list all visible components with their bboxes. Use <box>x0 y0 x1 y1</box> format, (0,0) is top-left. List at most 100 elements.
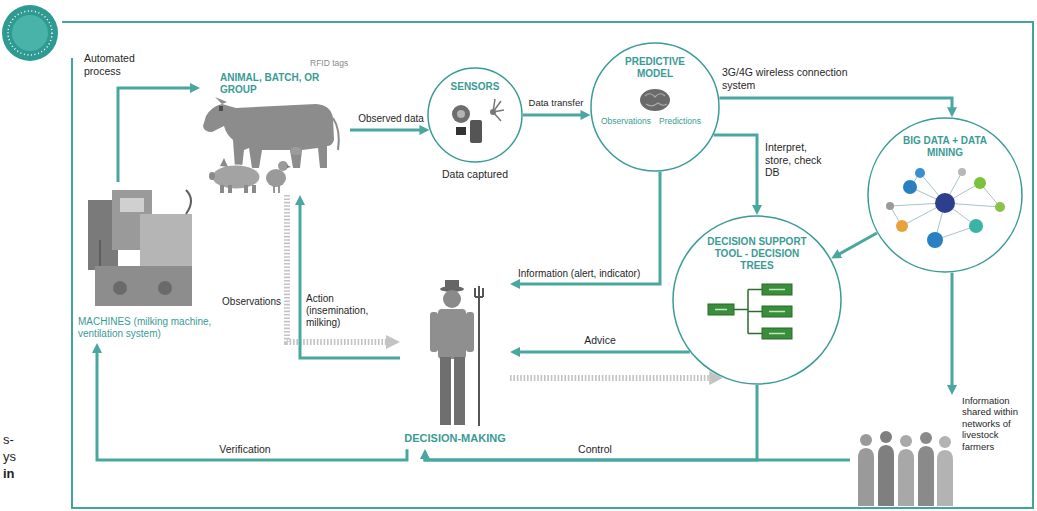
network-node <box>958 168 966 176</box>
caption-fragment: ys <box>3 449 16 465</box>
farmer-network: Information shared within networks of li… <box>850 395 1030 508</box>
pig-figure <box>209 158 260 193</box>
machine-part <box>158 281 172 295</box>
cycle-label: Predictions <box>659 116 714 126</box>
connector <box>118 88 194 182</box>
animal-group: ANIMAL, BATCH, OR GROUP RFID tags <box>200 58 350 195</box>
connector-group <box>97 88 952 460</box>
connector <box>350 129 423 132</box>
tree-box-stripe <box>715 290 785 334</box>
chicken-figure <box>266 161 291 193</box>
pig-leg <box>220 185 224 193</box>
machines-group: MACHINES (milking machine, ventilation s… <box>78 182 238 343</box>
person-body <box>918 446 934 506</box>
node-note: Information shared within networks of li… <box>962 395 1028 452</box>
node-caption: Data captured <box>415 168 535 181</box>
connector <box>97 349 407 460</box>
cow-tail <box>333 118 339 150</box>
machine-pipe <box>100 190 191 266</box>
rfid-tag <box>219 106 223 111</box>
edge-label: Advice <box>570 334 630 347</box>
circle-border <box>428 68 522 162</box>
decision-tool-circle: DECISION SUPPORT TOOL - DECISION TREES <box>672 215 842 385</box>
machine-part <box>140 214 192 270</box>
badge-disc <box>2 5 58 61</box>
cycle-label: Observations <box>596 116 651 126</box>
node-heading: BIG DATA + DATA MINING <box>895 135 995 159</box>
pig-leg <box>252 185 256 193</box>
connector <box>719 98 952 111</box>
sensor-device <box>457 110 465 118</box>
edge-label: Data transfer <box>524 97 588 108</box>
person-body <box>937 450 953 506</box>
node-heading: MACHINES (milking machine, ventilation s… <box>78 316 238 340</box>
data-network <box>886 168 1005 248</box>
caption-fragment: in <box>3 466 15 482</box>
person-head <box>880 431 892 443</box>
tree-branches <box>734 290 762 334</box>
dotted-connector <box>510 375 715 381</box>
edge-label: Interpret, store, check DB <box>765 141 827 179</box>
brain-figure <box>640 89 670 111</box>
machine-part <box>95 266 192 306</box>
caption-fragment: s- <box>3 432 14 448</box>
farmer-figure <box>430 280 483 426</box>
pitchfork <box>475 286 483 426</box>
edge-label: Observed data <box>356 113 426 125</box>
farmer-leg <box>454 357 465 425</box>
edge-label: Observations <box>211 296 281 308</box>
badge-ring <box>8 11 52 55</box>
node-heading: DECISION-MAKING <box>400 432 510 445</box>
chicken-beak <box>287 165 291 168</box>
person-head <box>860 434 872 446</box>
edge-label: 3G/4G wireless connection system <box>722 66 872 91</box>
edge-label: Verification <box>205 443 285 456</box>
network-node <box>915 168 925 178</box>
network-node <box>969 219 983 233</box>
node-heading: DECISION SUPPORT TOOL - DECISION TREES <box>707 236 807 272</box>
pig-leg <box>228 185 232 193</box>
machine-figure <box>88 190 192 306</box>
farmer-group-figure <box>858 431 953 506</box>
connector <box>523 114 584 117</box>
cow-body <box>203 104 334 168</box>
sensor-device <box>452 105 470 123</box>
cow-ear <box>215 97 227 104</box>
chicken-head <box>278 161 288 171</box>
network-node <box>974 177 986 189</box>
network-node <box>995 202 1005 212</box>
person-body <box>858 448 874 506</box>
brain-fold <box>645 94 665 97</box>
pig-snout <box>209 172 215 180</box>
machine-part <box>113 281 127 295</box>
sensor-device <box>456 127 466 135</box>
edge-label: Information (alert, indicator) <box>518 268 656 280</box>
connector <box>425 385 757 460</box>
sensor-device <box>490 109 496 115</box>
connector <box>300 201 400 358</box>
connector <box>836 233 876 256</box>
cow-figure <box>203 97 339 168</box>
circle-border <box>673 216 841 384</box>
edge-label: Action (insemination, milking) <box>306 293 396 329</box>
tag-label: RFID tags <box>310 58 350 68</box>
network-node <box>896 220 908 232</box>
network-hub <box>935 193 955 213</box>
cow-udder <box>290 147 302 155</box>
farmer-leg <box>440 357 451 425</box>
farmer-head <box>443 290 461 308</box>
connector <box>516 351 690 354</box>
pig-leg <box>244 185 248 193</box>
chicken-legs <box>274 186 279 193</box>
person-body <box>878 445 894 506</box>
frame <box>62 22 1033 508</box>
connector <box>714 135 757 209</box>
sensor-devices <box>452 99 504 143</box>
node-heading: ANIMAL, BATCH, OR GROUP <box>220 72 328 96</box>
node-heading: SENSORS <box>441 81 509 93</box>
bigdata-circle: BIG DATA + DATA MINING <box>867 117 1023 273</box>
farmer-arm <box>466 312 474 352</box>
